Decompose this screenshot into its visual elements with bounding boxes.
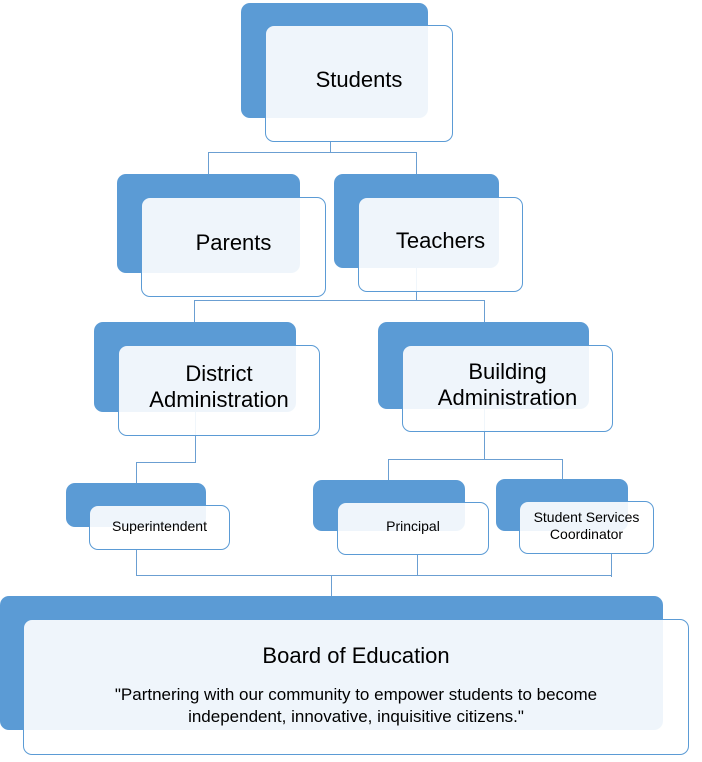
node-card (358, 197, 523, 292)
node-card (265, 25, 453, 142)
node-card (141, 197, 326, 297)
connector (136, 575, 612, 576)
node-card (402, 345, 613, 432)
node-card (118, 345, 320, 436)
node-label: Superintendent (112, 518, 207, 534)
board-title: Board of Education (262, 643, 450, 668)
connector (484, 300, 485, 322)
node-card (337, 502, 489, 555)
connector (136, 462, 196, 463)
connector (388, 459, 563, 460)
connector (388, 459, 389, 480)
connector (484, 409, 485, 459)
node-label: Student Services Coordinator (519, 509, 654, 543)
node-card (519, 501, 654, 554)
mission-line: independent, innovative, inquisitive cit… (188, 707, 524, 726)
node-label: District Administration (118, 361, 320, 414)
node-label: Parents (195, 230, 272, 255)
connector (562, 459, 563, 479)
connector (611, 554, 612, 577)
connector (208, 152, 209, 174)
board-mission: "Partnering with our community to empowe… (23, 684, 689, 728)
connector (330, 142, 331, 152)
node-label: Teachers (395, 228, 486, 253)
node-label: Principal (386, 518, 440, 534)
node-card (23, 619, 689, 755)
node-card (89, 505, 230, 550)
connector (194, 300, 195, 322)
node-label-line: Coordinator (549, 525, 624, 542)
node-label-line: Student Services (533, 509, 640, 525)
connector (416, 152, 417, 174)
node-label-line: Administration (437, 385, 578, 411)
connector (195, 412, 196, 462)
node-label-line: District (185, 361, 253, 386)
node-label: Students (315, 67, 403, 92)
connector (194, 300, 485, 301)
mission-line: "Partnering with our community to empowe… (114, 685, 598, 704)
node-label: Building Administration (402, 359, 613, 412)
connector (331, 575, 332, 596)
connector (136, 462, 137, 483)
connector (417, 555, 418, 575)
node-label-line: Administration (149, 387, 289, 413)
connector (136, 550, 137, 575)
connector (208, 152, 417, 153)
node-label-line: Building (468, 359, 547, 384)
